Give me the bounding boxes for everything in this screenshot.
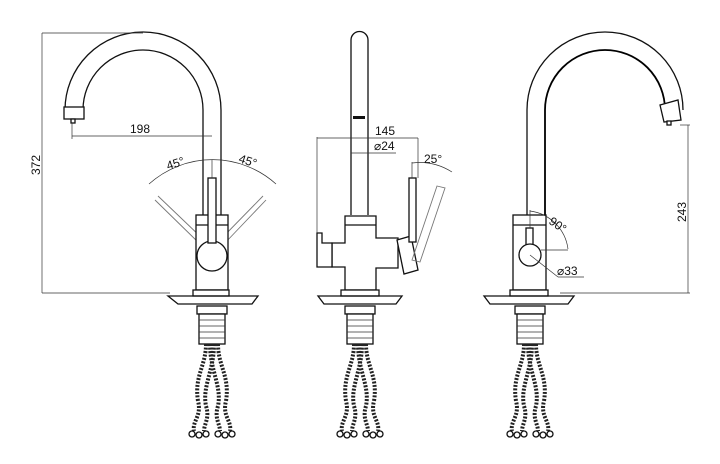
side-width-label: 145 <box>375 124 395 138</box>
side-view: 145 ⌀24 25° <box>316 30 453 440</box>
front-height-label: 372 <box>29 155 43 175</box>
back-angle-label: 90° <box>546 214 569 236</box>
back-diameter-label: ⌀33 <box>557 264 578 278</box>
front-angle-right-label: 45° <box>237 152 259 171</box>
side-angle-label: 25° <box>424 152 442 166</box>
front-angle-left-label: 45° <box>165 154 187 173</box>
front-reach-label: 198 <box>130 122 150 136</box>
front-view: 372 198 45° 45° <box>29 31 277 440</box>
back-height-label: 243 <box>675 202 689 222</box>
side-diameter-label: ⌀24 <box>374 139 395 153</box>
back-view: 243 90° ⌀33 <box>482 31 690 440</box>
